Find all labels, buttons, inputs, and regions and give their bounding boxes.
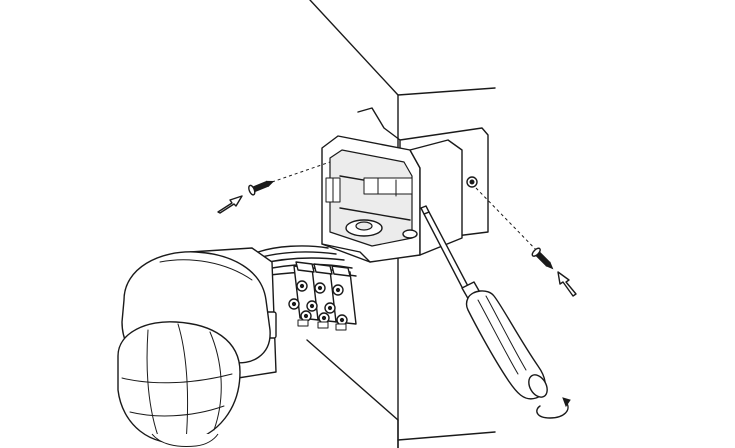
terminal-block (288, 261, 357, 331)
insert-arrow-right (557, 271, 577, 297)
junction-box (321, 107, 489, 263)
rotation-arrow (536, 397, 571, 419)
motion-sensor (117, 247, 277, 447)
screwdriver (420, 205, 548, 400)
mounting-screw-right (531, 247, 554, 270)
insert-arrow-left (217, 195, 243, 214)
guide-line-right (475, 187, 543, 257)
mounting-screw-left (248, 180, 275, 196)
guide-line-left (271, 161, 331, 183)
